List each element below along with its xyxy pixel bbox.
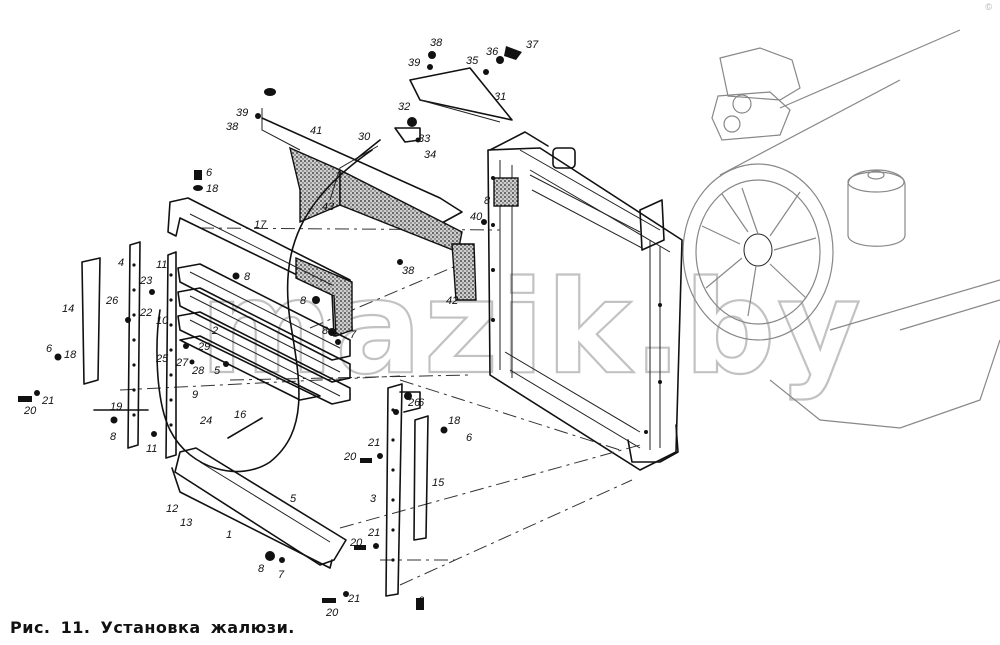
callout-2: 2 (211, 325, 218, 337)
callout-28: 28 (191, 365, 205, 377)
callout-16: 16 (234, 409, 247, 421)
callout-5: 5 (214, 365, 221, 377)
callout-24: 24 (199, 415, 212, 427)
callout-8: 8 (258, 563, 265, 575)
callout-14: 14 (62, 303, 74, 315)
right-side-frame-group (385, 383, 429, 597)
callout-8: 8 (322, 325, 329, 337)
callout-39: 39 (236, 107, 248, 119)
callout-19: 19 (110, 401, 122, 413)
callout-13: 13 (180, 517, 193, 529)
top-frame-group (167, 197, 353, 337)
callout-36: 36 (486, 46, 499, 58)
callout-17: 17 (254, 219, 267, 231)
callout-21: 21 (347, 593, 360, 605)
callout-10: 10 (156, 315, 169, 327)
callout-15: 15 (432, 477, 445, 489)
callout-38: 38 (402, 265, 415, 277)
callout-30: 30 (358, 131, 371, 143)
callout-23: 23 (139, 275, 153, 287)
callout-41: 41 (310, 125, 322, 137)
callout-8: 8 (484, 195, 491, 207)
callout-6: 6 (206, 167, 213, 179)
callout-43: 43 (322, 201, 335, 213)
callout-18: 18 (206, 183, 219, 195)
callout-20: 20 (343, 451, 357, 463)
callout-9: 9 (192, 389, 198, 401)
callout-5: 5 (290, 493, 297, 505)
callout-7: 7 (350, 329, 357, 341)
control-cable-group (93, 139, 381, 473)
figure-caption: Рис. 11. Установка жалюзи. (10, 618, 295, 637)
callout-6: 6 (46, 343, 53, 355)
callout-21: 21 (367, 437, 380, 449)
callout-20: 20 (23, 405, 37, 417)
callout-11: 11 (156, 259, 167, 271)
callout-38: 38 (226, 121, 239, 133)
callout-1: 1 (226, 529, 232, 541)
callout-25: 25 (155, 353, 169, 365)
callout-20: 20 (325, 607, 339, 619)
callout-18: 18 (448, 415, 461, 427)
callouts-group: 1 2 3 4 5 5 6 6 6 6 6 7 7 8 8 8 8 8 8 9 … (23, 37, 539, 619)
callout-34: 34 (424, 149, 436, 161)
callout-31: 31 (494, 91, 506, 103)
callout-20: 20 (349, 537, 363, 549)
upper-cover-group (261, 67, 513, 301)
callout-11: 11 (146, 443, 157, 455)
callout-26: 26 (105, 295, 119, 307)
callout-26: 26 (407, 397, 421, 409)
callout-37: 37 (526, 39, 539, 51)
callout-39: 39 (408, 57, 420, 69)
callout-6: 6 (466, 432, 473, 444)
callout-42: 42 (446, 295, 458, 307)
callout-8: 8 (300, 295, 307, 307)
callout-8: 8 (110, 431, 117, 443)
left-side-frame-group (81, 241, 177, 459)
callout-22: 22 (139, 307, 152, 319)
fasteners-group (18, 46, 522, 610)
callout-4: 4 (118, 257, 124, 269)
callout-8: 8 (244, 271, 251, 283)
callout-3: 3 (370, 493, 377, 505)
callout-35: 35 (466, 55, 479, 67)
callout-6: 6 (418, 397, 425, 409)
callout-32: 32 (398, 101, 410, 113)
bottom-frame-group (171, 447, 347, 569)
callout-7: 7 (278, 569, 285, 581)
callout-27: 27 (175, 357, 189, 369)
corner-mark: © (985, 2, 992, 12)
engine-fan-group (682, 29, 1000, 429)
callout-33: 33 (418, 133, 431, 145)
callout-21: 21 (41, 395, 54, 407)
callout-29: 29 (197, 341, 210, 353)
radiator-group (487, 131, 683, 471)
callout-38: 38 (430, 37, 443, 49)
shutter-slats-group (177, 263, 351, 405)
callout-21: 21 (367, 527, 380, 539)
callout-12: 12 (166, 503, 178, 515)
callout-6: 6 (418, 595, 425, 607)
callout-18: 18 (64, 349, 77, 361)
callout-40: 40 (470, 211, 483, 223)
